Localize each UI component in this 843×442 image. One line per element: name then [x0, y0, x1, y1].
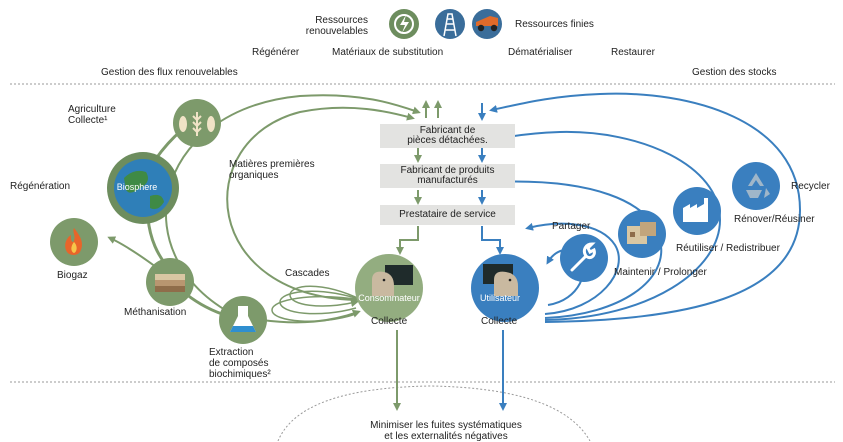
fish-wheat-icon — [179, 112, 215, 136]
arrow-blue-c — [481, 226, 504, 255]
cascade-loop-1 — [289, 285, 363, 307]
person-icon — [372, 271, 394, 296]
extraction-label: Extraction de composés biochimiques² — [209, 347, 271, 380]
agriculture-node — [173, 99, 221, 147]
fabricant-pieces-box: Fabricant de pièces détachées. — [380, 124, 515, 148]
factory-icon — [683, 198, 708, 222]
mining-truck-icon — [472, 9, 502, 39]
fabricant-produits-box: Fabricant de produits manufacturés — [380, 164, 515, 188]
flow-matieres-green — [226, 106, 415, 301]
partager-node — [560, 234, 608, 282]
loop-maintenir — [525, 222, 620, 315]
reutiliser-node — [673, 187, 721, 235]
biogaz-node — [50, 218, 98, 266]
stock-management-label: Gestion des stocks — [692, 67, 777, 78]
regenerer-label: Régénérer — [252, 47, 300, 58]
recycler-node — [732, 162, 780, 210]
agriculture-label: Agriculture Collecte¹ — [68, 104, 116, 126]
matieres-label: Matières premières organiques — [229, 159, 315, 181]
biosphere-node: Biosphere — [107, 152, 179, 224]
boxes-icon — [627, 222, 656, 244]
person-icon — [494, 271, 518, 296]
recycler-label: Recycler — [791, 181, 830, 192]
arrow-green-c — [396, 226, 419, 255]
prestataire-box: Prestataire de service — [380, 205, 515, 225]
flame-icon — [65, 228, 82, 255]
utilisateur-label: Utilisateur — [480, 293, 520, 303]
wrench-icon — [570, 242, 596, 272]
soil-layers-icon — [155, 274, 185, 292]
biogaz-label: Biogaz — [57, 270, 88, 281]
cascade-loop-3 — [271, 295, 363, 322]
renover-label: Rénover/Réusiner — [734, 214, 815, 225]
biosphere-label: Biosphere — [117, 182, 158, 192]
leakage-ellipse — [277, 385, 591, 441]
loop-recycler — [489, 92, 802, 323]
collecte-utilisateur-label: Collecte — [481, 316, 518, 327]
maintenir-label: Maintenir / Prolonger — [614, 267, 707, 278]
finite-resources-label: Ressources finies — [515, 19, 594, 30]
renewable-flow-label: Gestion des flux renouvelables — [101, 67, 238, 78]
minimiser-label: Minimiser les fuites systématiques et le… — [370, 420, 522, 442]
loop-renover — [489, 130, 722, 321]
extraction-node — [219, 296, 267, 344]
utilisateur-node: Utilisateur — [471, 254, 539, 322]
restaurer-label: Restaurer — [611, 47, 655, 58]
renewable-resources-label: Ressources renouvelables — [305, 15, 368, 37]
renewable-energy-icon — [389, 9, 419, 39]
methanisation-node — [146, 258, 194, 306]
maintenir-node — [618, 210, 666, 258]
consommateur-node: Consommateur — [355, 254, 423, 322]
collecte-consommateur-label: Collecte — [371, 316, 408, 327]
dematerialiser-label: Dématérialiser — [508, 47, 573, 58]
recycle-icon — [746, 173, 770, 198]
partager-label: Partager — [552, 221, 591, 232]
oil-derrick-icon — [435, 9, 465, 39]
methanisation-label: Méthanisation — [124, 307, 187, 318]
reutiliser-label: Réutiliser / Redistribuer — [676, 243, 780, 254]
substitution-label: Matériaux de substitution — [332, 47, 444, 58]
consommateur-label: Consommateur — [358, 293, 420, 303]
cascades-label: Cascades — [285, 268, 330, 279]
regeneration-label: Régénération — [10, 181, 71, 192]
flask-icon — [230, 306, 256, 332]
